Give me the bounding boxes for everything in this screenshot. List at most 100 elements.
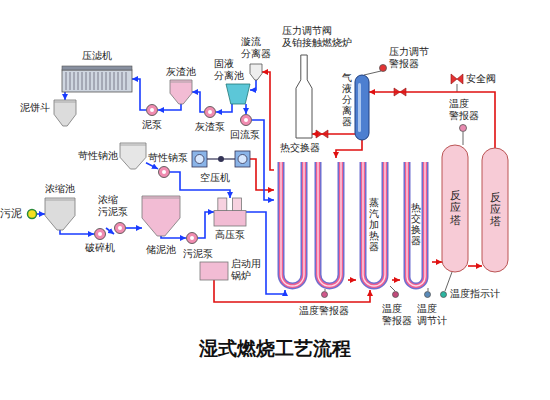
cyclone-separator: 漩流 分离器 — [250, 64, 262, 80]
tank-funnel: 浓缩池 — [45, 198, 75, 230]
pipe-connector — [170, 172, 230, 198]
shape-outline — [459, 124, 467, 132]
equipment-label: 温度 调节计 — [417, 303, 447, 327]
tank-funnel: 储泥池 — [142, 196, 180, 236]
shape-outline — [451, 74, 463, 84]
compressor: 空压机 — [192, 150, 250, 168]
shape-outline — [240, 114, 252, 126]
leader-line — [428, 288, 429, 291]
indicator-sensor: 温度指示计 — [440, 291, 447, 298]
equipment-label: 灰渣池 — [166, 66, 196, 78]
equipment-label: 污泥泵 — [183, 248, 213, 260]
equipment-label: 温度 警报器 — [449, 98, 479, 122]
equipment-label: 回流泵 — [230, 129, 260, 141]
tank-funnel: 苛性钠池 — [120, 143, 146, 169]
equipment-label: 热交换器 — [280, 142, 320, 154]
shape-outline — [274, 158, 348, 290]
shape-outline — [200, 262, 228, 280]
leader-line — [364, 71, 381, 75]
equipment-label: 泥泵 — [142, 119, 162, 131]
shape-outline — [120, 143, 146, 169]
equipment-label: 温度警报器 — [299, 305, 349, 317]
equipment-label: 反应塔 — [490, 192, 501, 228]
shape-outline — [54, 100, 76, 126]
equipment-label: 空压机 — [200, 172, 230, 184]
equipment-label: 压力调节 警报器 — [389, 46, 429, 70]
equipment-label: 苛性钠池 — [78, 150, 118, 162]
pipe-connector — [348, 279, 356, 281]
shape-outline — [321, 291, 328, 298]
filter-press: 压滤机 — [62, 66, 132, 92]
heat-exchanger: 热交换器 — [400, 158, 432, 290]
shape-outline — [158, 166, 170, 178]
leader-line — [325, 289, 326, 291]
shape-outline — [114, 222, 126, 234]
equipment-label: 固液 分离池 — [214, 58, 244, 82]
equipment-label: 温度指示计 — [450, 288, 500, 300]
pipe-connector — [369, 92, 495, 148]
pipe-connector — [312, 133, 355, 135]
pipe-connector — [198, 212, 214, 238]
pipe-connector — [60, 230, 94, 234]
pump: 灰渣泵 — [204, 106, 216, 118]
equipment-label: 高压泵 — [215, 229, 245, 241]
pump: 污泥泵 — [186, 232, 198, 244]
tank-funnel: 灰渣池 — [170, 80, 192, 104]
diagram-title: 湿式燃烧工艺流程 — [0, 336, 550, 362]
pipe-connector — [106, 228, 114, 234]
leader-line — [457, 84, 458, 92]
pump: 浓缩 污泥泵 — [114, 222, 126, 234]
equipment-label: 污泥 — [0, 207, 22, 220]
shape-outline — [214, 198, 246, 226]
safety-valve: 安全阀 — [451, 74, 463, 84]
equipment-label: 蒸汽加热器 — [369, 197, 379, 252]
heat-exchanger: 热交换器 — [274, 158, 348, 290]
shape-outline — [250, 64, 262, 80]
pipe-connector — [37, 213, 45, 215]
equipment-label: 安全阀 — [466, 73, 496, 85]
equipment-label: 温度 警报器 — [382, 303, 412, 327]
pipe-connector — [468, 265, 482, 267]
equipment-label: 压力调节阀 及铂接触燃烧炉 — [282, 25, 352, 49]
pipe-connector — [250, 80, 256, 90]
reactor-tower: 反应塔 — [442, 145, 468, 272]
control-sensor: 温度 调节计 — [424, 291, 431, 298]
pipe-connector — [132, 79, 146, 110]
alarm-sensor: 温度 警报器 — [392, 291, 399, 298]
pipe-connector — [126, 227, 142, 229]
equipment-label: 储泥池 — [146, 244, 176, 256]
pump: 苛性钠泵 — [158, 166, 170, 178]
shape-outline — [94, 228, 106, 240]
combustion-furnace: 压力调节阀 及铂接触燃烧炉 — [296, 55, 312, 138]
pump: 泥泵 — [146, 104, 158, 116]
pipe-connector — [245, 104, 247, 114]
shape-outline — [296, 55, 312, 138]
shape-outline — [226, 84, 250, 104]
pipe-connector — [146, 163, 158, 169]
equipment-label: 压滤机 — [82, 50, 112, 62]
shape-outline — [27, 209, 37, 219]
input-dot: 污泥 — [27, 209, 37, 219]
shape-outline — [45, 198, 75, 230]
shape-outline — [379, 64, 387, 72]
shape-outline — [392, 291, 399, 298]
leader-line — [463, 132, 464, 145]
shape-outline — [192, 150, 250, 168]
equipment-label: 启动用 锅炉 — [231, 258, 261, 282]
shape-outline — [204, 106, 216, 118]
equipment-label: 苛性钠泵 — [148, 152, 188, 164]
pipe-connector — [216, 104, 232, 112]
shape-outline — [355, 75, 369, 140]
equipment-label: 热交换器 — [411, 202, 421, 246]
boiler: 启动用 锅炉 — [200, 262, 228, 280]
settling-tank: 固液 分离池 — [226, 84, 250, 104]
alarm-sensor: 温度警报器 — [321, 291, 328, 298]
title-text: 湿式燃烧工艺流程 — [199, 337, 351, 359]
pump: 破碎机 — [94, 228, 106, 240]
equipment-label: 破碎机 — [85, 242, 115, 254]
pipe-connector — [64, 92, 66, 100]
pipe-connector — [158, 104, 181, 110]
shape-outline — [142, 196, 180, 236]
equipment-label: 漩流 分离器 — [241, 36, 271, 60]
equipment-label: 浓缩 污泥泵 — [98, 194, 128, 218]
